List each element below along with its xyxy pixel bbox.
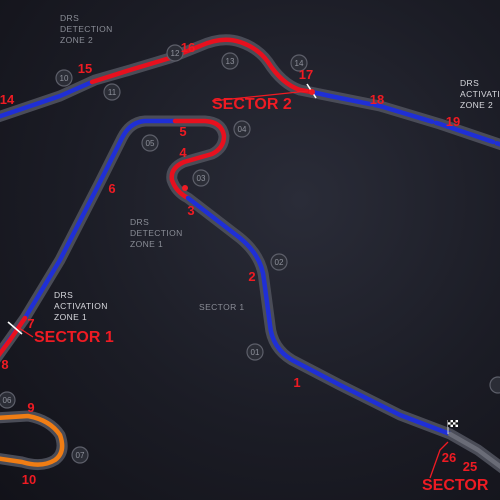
svg-text:DRS: DRS <box>54 290 73 300</box>
marker-05: 05 <box>141 134 159 152</box>
sector-3-label: SECTOR <box>422 477 489 494</box>
marker-07: 07 <box>71 446 89 464</box>
marker-partial <box>489 376 500 394</box>
drs-zone-main <box>185 195 453 437</box>
svg-text:04: 04 <box>238 125 247 134</box>
drs-zone-left <box>0 118 178 357</box>
turn-9: 9 <box>27 400 34 415</box>
marker-14-grey: 14 <box>290 54 308 72</box>
marker-11: 11 <box>103 83 121 101</box>
marker-13: 13 <box>221 52 239 70</box>
marker-04: 04 <box>233 120 251 138</box>
marker-03: 03 <box>192 169 210 187</box>
svg-text:01: 01 <box>251 348 260 357</box>
marker-10: 10 <box>55 69 73 87</box>
svg-text:10: 10 <box>60 74 69 83</box>
turn-4: 4 <box>179 145 187 160</box>
turn-25: 25 <box>463 459 477 474</box>
track-segments <box>0 37 500 470</box>
drs-zone-top-left <box>0 79 95 119</box>
svg-text:DRS: DRS <box>60 13 79 23</box>
marker-06: 06 <box>0 391 16 409</box>
svg-text:ACTIVATION: ACTIVATION <box>54 301 108 311</box>
sector-1-small-label: SECTOR 1 <box>199 302 245 312</box>
svg-text:05: 05 <box>146 139 155 148</box>
turn-5: 5 <box>179 124 186 139</box>
turn-17: 17 <box>299 67 313 82</box>
drs-activation-zone-2-label: DRS ACTIVATION ZONE 2 <box>460 78 500 110</box>
marker-01: 01 <box>246 343 264 361</box>
sector-segment-9-10 <box>0 413 65 467</box>
svg-text:ZONE 2: ZONE 2 <box>60 35 93 45</box>
svg-text:07: 07 <box>76 451 85 460</box>
drs-detection-zone-2-label: DRS DETECTION ZONE 2 <box>60 13 113 45</box>
svg-text:ACTIVATION: ACTIVATION <box>460 89 500 99</box>
svg-text:06: 06 <box>3 396 12 405</box>
turn-1: 1 <box>293 375 300 390</box>
turn-15: 15 <box>78 61 92 76</box>
sector-pointers <box>18 90 449 479</box>
svg-text:02: 02 <box>275 258 284 267</box>
marker-12: 12 <box>166 44 184 62</box>
turn-18: 18 <box>370 92 384 107</box>
svg-text:11: 11 <box>108 88 117 97</box>
turn-numbers: 1 2 3 4 5 6 7 8 9 10 14 15 16 17 18 19 2… <box>0 40 477 487</box>
turn-6: 6 <box>108 181 115 196</box>
sector-segment-15-17 <box>89 37 315 95</box>
turn-16: 16 <box>181 40 195 55</box>
turn-3: 3 <box>187 203 194 218</box>
svg-text:13: 13 <box>226 57 235 66</box>
sector-segment-7-8 <box>0 315 28 358</box>
sector-2-label: SECTOR 2 <box>212 96 292 113</box>
svg-text:DRS: DRS <box>130 217 149 227</box>
drs-activation-zone-1-label: DRS ACTIVATION ZONE 1 <box>54 290 108 322</box>
svg-text:12: 12 <box>171 49 180 58</box>
turn-26: 26 <box>442 450 456 465</box>
finish-flag-icon <box>447 420 458 434</box>
drs-zone-top-right <box>309 89 500 147</box>
turn-19: 19 <box>446 114 460 129</box>
svg-text:DRS: DRS <box>460 78 479 88</box>
svg-text:ZONE 2: ZONE 2 <box>460 100 493 110</box>
drs-detection-zone-1-label: DRS DETECTION ZONE 1 <box>130 217 183 249</box>
marker-02: 02 <box>270 253 288 271</box>
turn-10: 10 <box>22 472 36 487</box>
turn-8: 8 <box>1 357 8 372</box>
distance-markers: 01 02 03 04 05 06 07 10 11 12 13 14 <box>0 44 500 464</box>
svg-text:DETECTION: DETECTION <box>130 228 183 238</box>
sector-1-label: SECTOR 1 <box>34 329 114 346</box>
turn-7: 7 <box>27 316 34 331</box>
svg-text:ZONE 1: ZONE 1 <box>130 239 163 249</box>
svg-text:ZONE 1: ZONE 1 <box>54 312 87 322</box>
sector-segment-3-5 <box>169 118 227 201</box>
turn-2: 2 <box>248 269 255 284</box>
svg-text:14: 14 <box>295 59 304 68</box>
turn-14: 14 <box>0 92 15 107</box>
svg-text:03: 03 <box>197 174 206 183</box>
turn-dots <box>182 89 315 191</box>
svg-text:DETECTION: DETECTION <box>60 24 113 34</box>
